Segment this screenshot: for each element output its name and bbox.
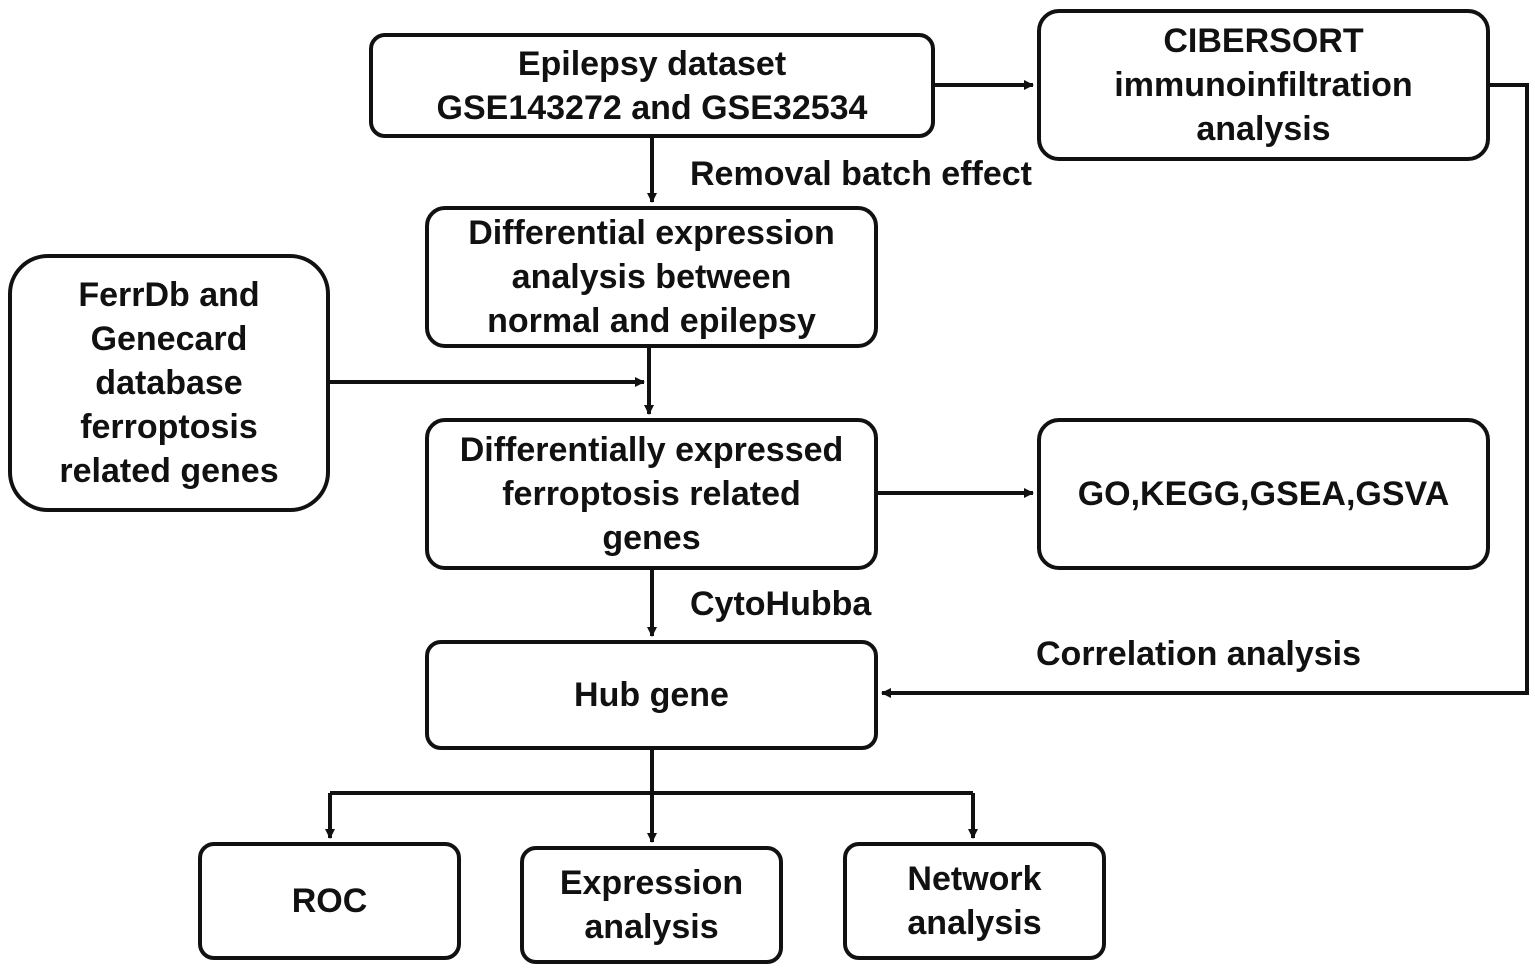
- edge-cibersort-to-hub: [881, 83, 1529, 698]
- node-roc: ROC: [198, 842, 461, 960]
- node-epilepsy-dataset: Epilepsy dataset GSE143272 and GSE32534: [369, 33, 935, 138]
- node-differential-expression: Differential expression analysis between…: [425, 206, 878, 348]
- node-de-ferroptosis-genes: Differentially expressed ferroptosis rel…: [425, 418, 878, 570]
- node-cibersort: CIBERSORT immunoinfiltration analysis: [1037, 9, 1490, 161]
- node-ferrdb-genecard: FerrDb and Genecard database ferroptosis…: [8, 254, 330, 512]
- node-hub-gene: Hub gene: [425, 640, 878, 750]
- label-removal-batch-effect: Removal batch effect: [690, 155, 1032, 193]
- label-cytohubba: CytoHubba: [690, 585, 872, 623]
- node-network-analysis: Network analysis: [843, 842, 1106, 960]
- label-correlation-analysis: Correlation analysis: [1036, 635, 1362, 673]
- node-enrichment: GO,KEGG,GSEA,GSVA: [1037, 418, 1490, 570]
- node-expression-analysis: Expression analysis: [520, 846, 783, 964]
